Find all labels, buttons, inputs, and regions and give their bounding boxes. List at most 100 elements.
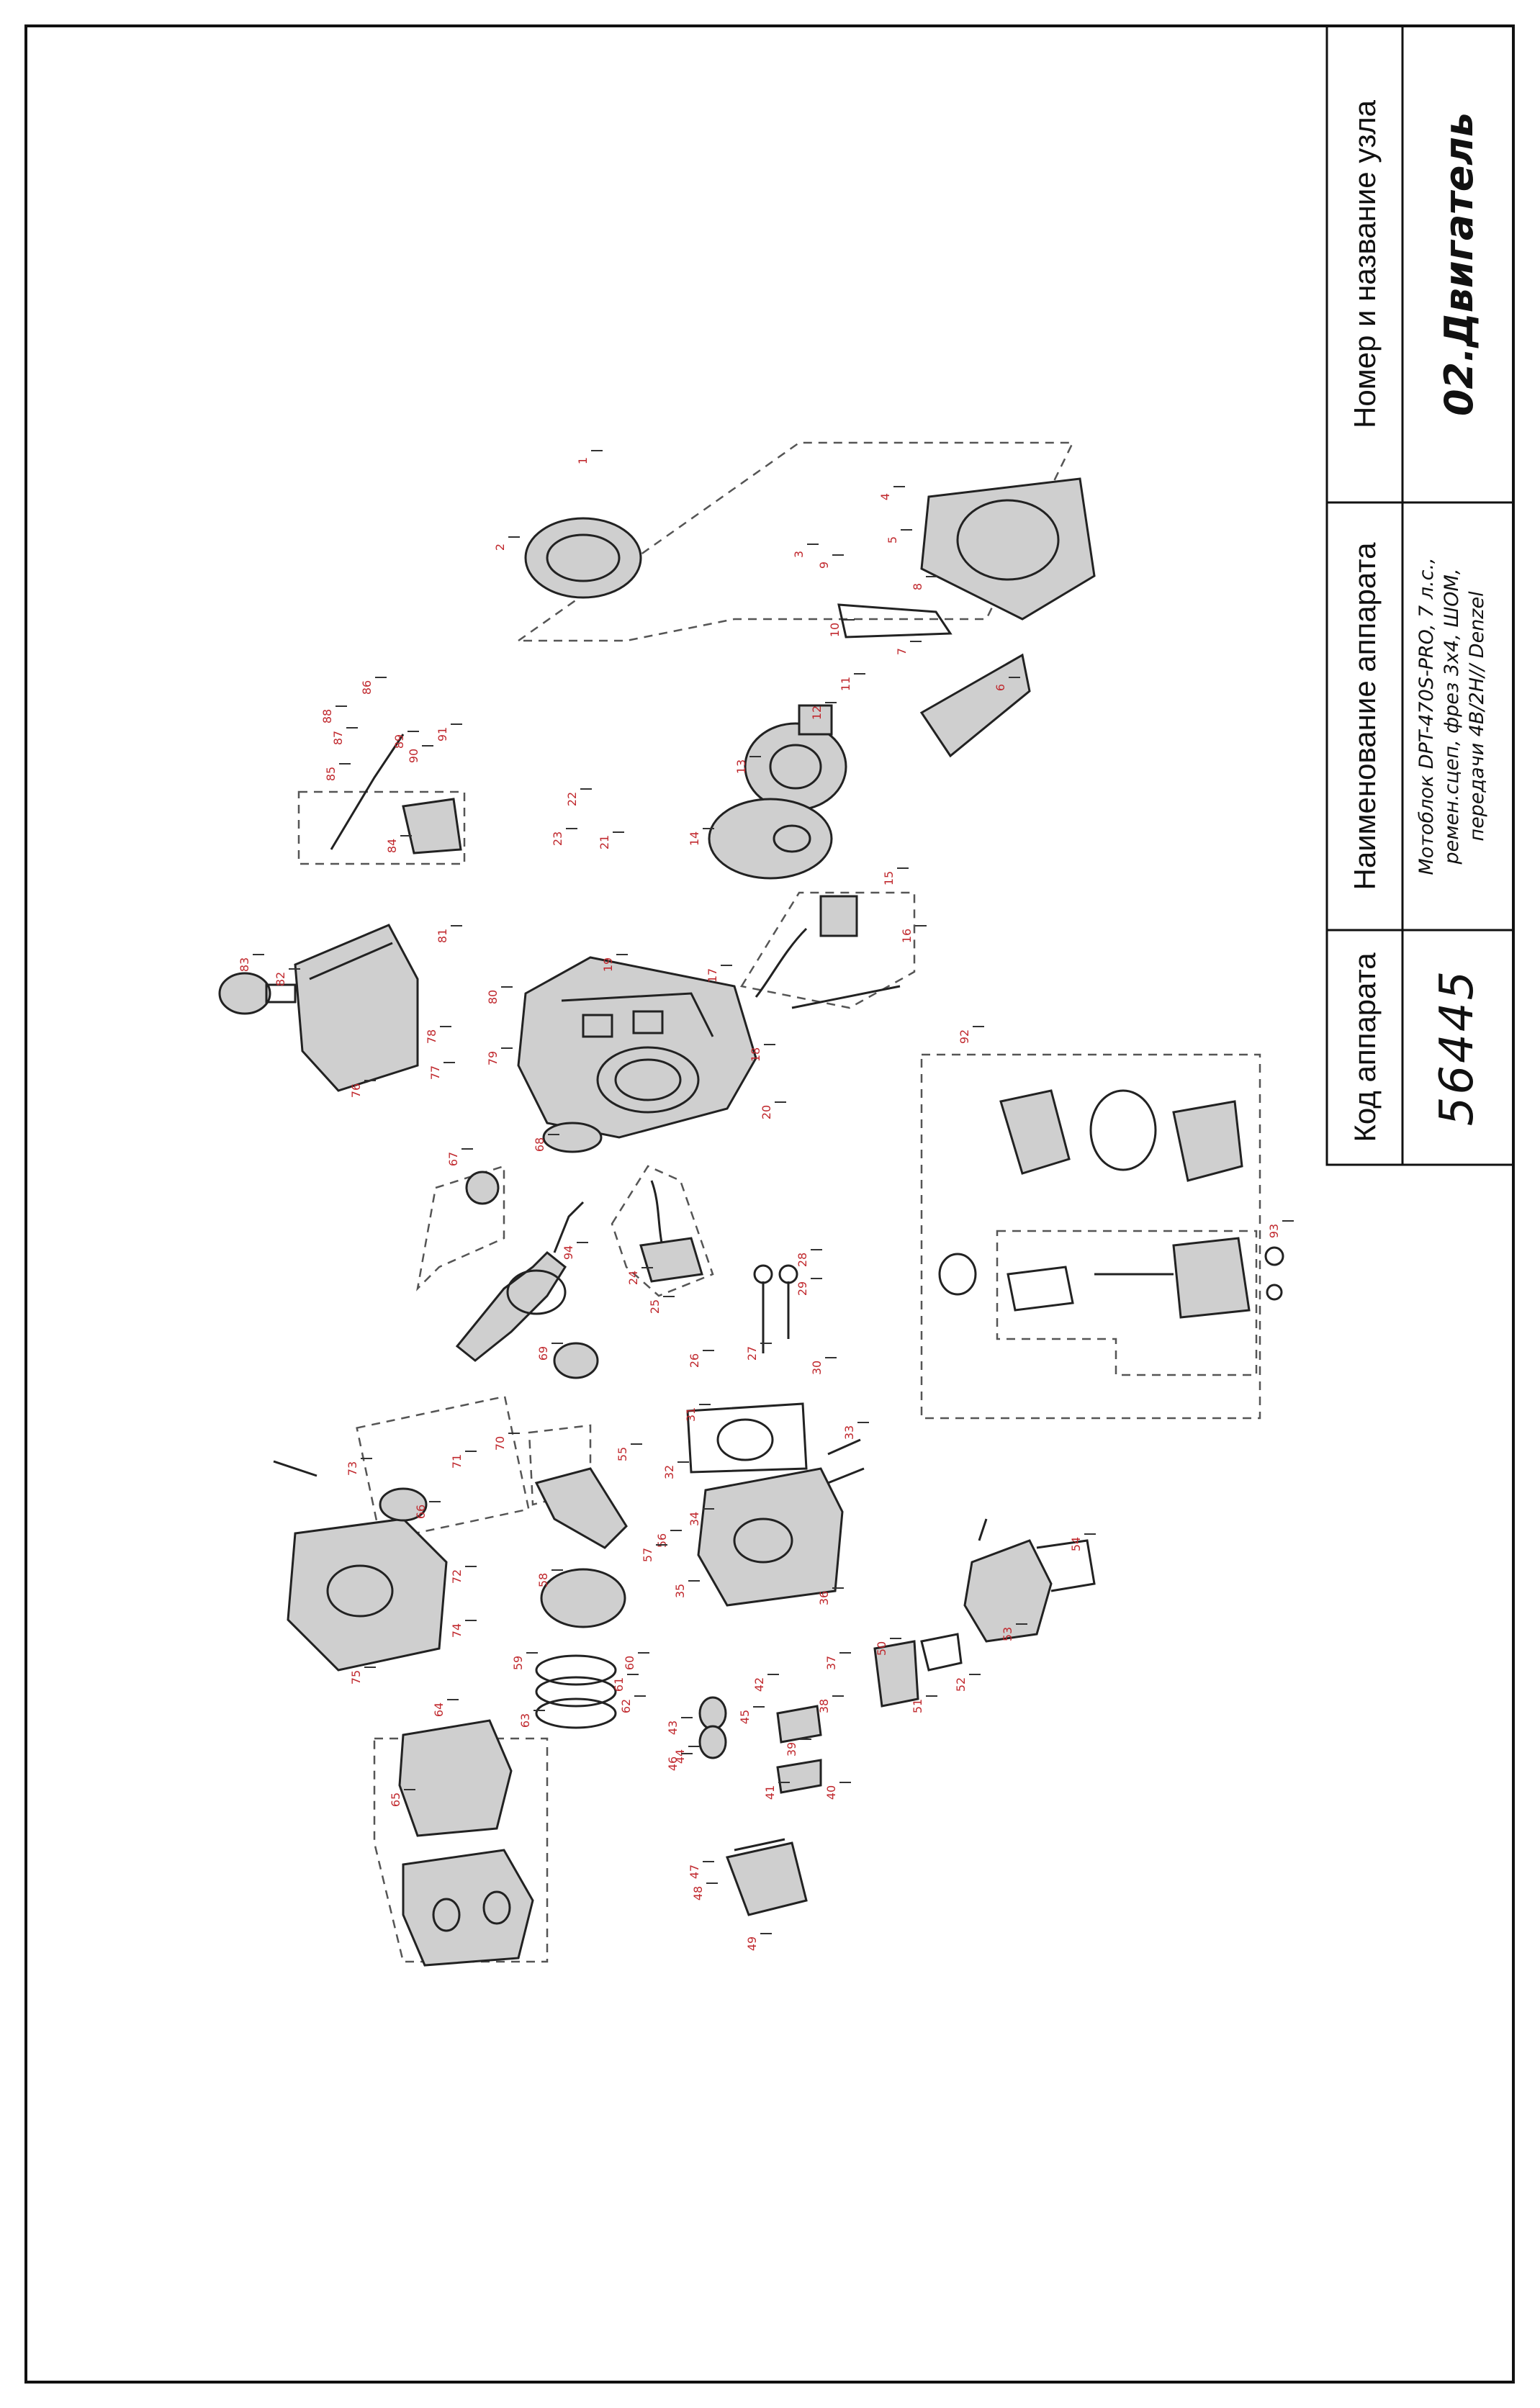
exploded-diagram [218, 441, 1284, 1967]
carburetor-gasket [920, 1633, 963, 1672]
carburetor [963, 1539, 1053, 1643]
muffler [402, 1849, 534, 1967]
crankcase-cover [287, 1518, 448, 1672]
part-number-11: 11 [839, 677, 852, 691]
fuel-tank [294, 924, 419, 1092]
part-number-34: 34 [688, 1512, 701, 1526]
connecting-rod [534, 1467, 628, 1549]
muffler-guard [398, 1719, 513, 1837]
part-number-39: 39 [785, 1742, 798, 1757]
ignition-coil [819, 895, 858, 937]
air-filter-group-outline [920, 1053, 1261, 1420]
part-number-66: 66 [414, 1505, 428, 1519]
part-number-46: 46 [666, 1757, 680, 1771]
part-number-31: 31 [684, 1407, 698, 1422]
cylinder-head [697, 1467, 844, 1607]
name-value-line-2: ремен.сцеп, фрез 3x4, ШОМ, [1441, 569, 1463, 865]
part-number-75: 75 [349, 1670, 363, 1685]
fan-shroud [920, 477, 1096, 621]
part-number-51: 51 [911, 1699, 924, 1713]
part-number-55: 55 [616, 1447, 629, 1461]
part-number-92: 92 [958, 1029, 971, 1044]
gasket-outline [356, 1395, 530, 1542]
code-header: Код аппарата [1348, 952, 1382, 1142]
part-number-62: 62 [619, 1699, 633, 1713]
air-filter-case [1172, 1100, 1243, 1182]
part-number-24: 24 [626, 1271, 640, 1285]
part-number-38: 38 [817, 1699, 831, 1713]
part-number-50: 50 [875, 1641, 888, 1656]
camshaft [553, 1342, 599, 1379]
air-filter-body-outline [996, 1230, 1258, 1376]
valve-cover [725, 1841, 808, 1916]
part-number-29: 29 [796, 1281, 809, 1296]
part-number-30: 30 [810, 1361, 824, 1375]
part-number-80: 80 [486, 990, 500, 1004]
code-value: 56445 [1431, 969, 1484, 1127]
shroud-bracket [837, 603, 953, 639]
part-number-21: 21 [598, 835, 611, 849]
cover-oil-seal [379, 1487, 428, 1522]
control-bracket [402, 798, 462, 854]
part-number-7: 7 [895, 648, 909, 655]
oil-drain-plug [273, 1460, 318, 1477]
part-number-6: 6 [994, 684, 1007, 691]
part-number-68: 68 [533, 1137, 546, 1152]
part-number-61: 61 [612, 1677, 626, 1692]
part-number-8: 8 [911, 583, 924, 590]
part-number-10: 10 [828, 623, 842, 637]
name-value-line-1: Мотоблок DPT-470S-PRO, 7 л.с., [1415, 557, 1438, 875]
part-number-65: 65 [389, 1793, 402, 1807]
part-number-2: 2 [493, 544, 507, 551]
part-number-43: 43 [666, 1721, 680, 1735]
insulator [873, 1640, 919, 1708]
part-number-58: 58 [536, 1573, 550, 1587]
part-number-19: 19 [601, 957, 615, 972]
name-header: Наименование аппарата [1348, 542, 1382, 890]
recoil-starter [524, 517, 642, 599]
part-number-57: 57 [641, 1548, 654, 1562]
part-number-67: 67 [446, 1152, 460, 1166]
flywheel-fan [744, 722, 847, 811]
part-number-93: 93 [1267, 1224, 1281, 1238]
part-number-33: 33 [842, 1425, 856, 1440]
part-number-88: 88 [320, 709, 334, 723]
rocker-arm [776, 1705, 822, 1744]
part-number-41: 41 [763, 1785, 777, 1800]
fuel-cap [218, 972, 271, 1015]
part-number-4: 4 [878, 493, 892, 500]
muffler-group-outline [373, 1737, 549, 1963]
part-number-85: 85 [324, 767, 338, 781]
sensor-outline [611, 1165, 714, 1297]
part-number-35: 35 [673, 1584, 687, 1598]
part-number-45: 45 [738, 1710, 752, 1724]
fuel-strainer [265, 983, 297, 1004]
piston [540, 1568, 626, 1628]
part-number-13: 13 [734, 759, 748, 774]
part-number-37: 37 [824, 1656, 838, 1670]
part-number-90: 90 [407, 749, 420, 763]
part-number-74: 74 [450, 1623, 464, 1638]
part-number-53: 53 [1001, 1627, 1014, 1641]
part-number-15: 15 [882, 871, 896, 885]
part-number-48: 48 [691, 1886, 705, 1900]
part-number-28: 28 [796, 1253, 809, 1267]
name-value-line-3: передачи 4В/2Н// Denzel [1466, 591, 1488, 842]
part-number-22: 22 [565, 792, 579, 806]
flywheel [708, 798, 833, 880]
head-gasket [686, 1402, 808, 1474]
sheet-frame [24, 24, 1515, 2384]
part-number-20: 20 [760, 1105, 773, 1119]
oil-seal [542, 1122, 603, 1153]
part-number-callouts: 1234567891011121314151617181920212223242… [238, 450, 1294, 1951]
part-number-64: 64 [432, 1703, 446, 1717]
part-number-9: 9 [817, 562, 831, 569]
part-number-81: 81 [436, 929, 449, 943]
part-number-12: 12 [810, 705, 824, 720]
part-number-86: 86 [360, 680, 374, 695]
governor-group-outline [297, 790, 466, 865]
part-number-16: 16 [900, 929, 914, 943]
part-number-59: 59 [511, 1656, 525, 1670]
part-number-56: 56 [655, 1533, 669, 1548]
